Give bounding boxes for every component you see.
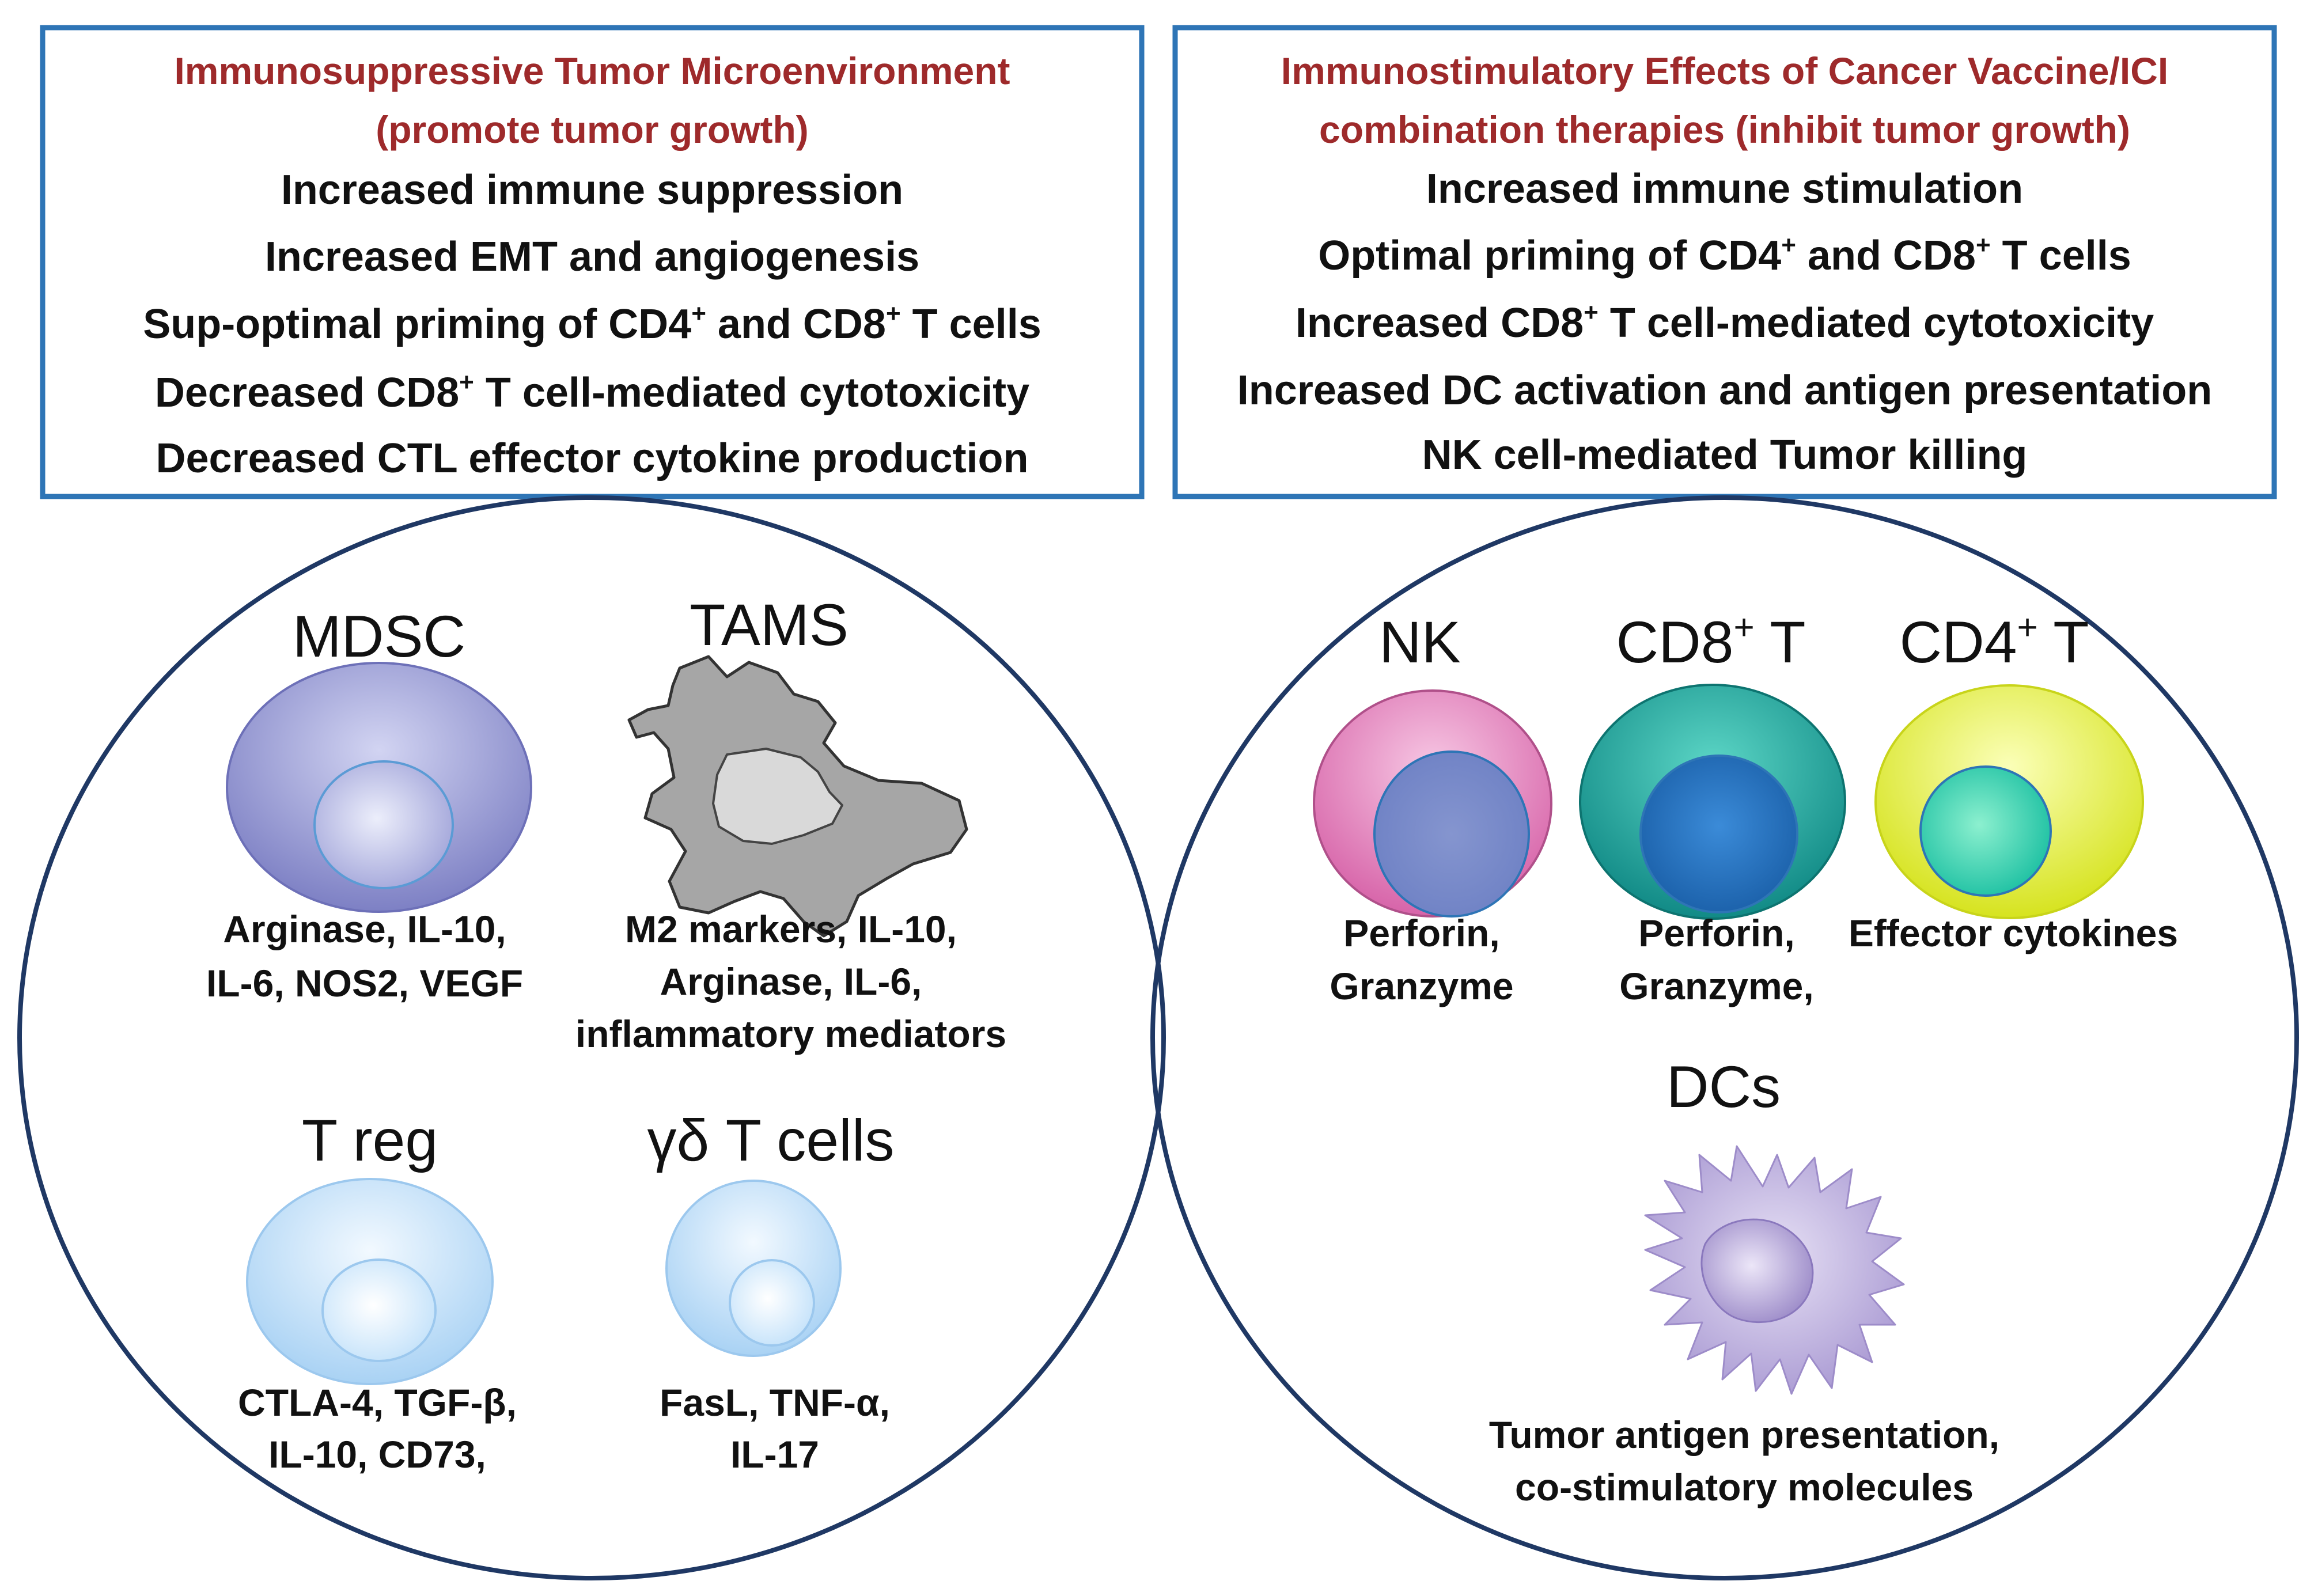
gd-title: γδ T cells [647, 1108, 895, 1173]
tams-label-line-2: Arginase, IL-6, [660, 960, 922, 1003]
cd8-title-post: T [1755, 609, 1806, 675]
cd8-title-sup: + [1734, 608, 1755, 647]
left-box-line-3: Sup-optimal priming of CD4+ and CD8+ T c… [143, 300, 1041, 347]
right-box-line-2-mid: and CD8 [1796, 233, 1976, 279]
cd4-title-main: CD4 [1899, 609, 2017, 675]
mdsc-cell-icon [226, 662, 532, 913]
right-box-line-5: NK cell-mediated Tumor killing [1422, 432, 2028, 478]
cd4-title: CD4+ T [1899, 608, 2089, 675]
left-box-line-4-sup1: + [459, 368, 474, 396]
right-box-line-3: Increased CD8+ T cell-mediated cytotoxic… [1296, 298, 2154, 346]
tams-label-line-3: inflammatory mediators [575, 1013, 1006, 1055]
left-box-line-2: Increased EMT and angiogenesis [265, 234, 919, 280]
right-box-line-1: Increased immune stimulation [1426, 166, 2023, 212]
dc-title: DCs [1666, 1054, 1781, 1120]
cd4-label-line-1: Effector cytokines [1849, 912, 2178, 954]
tams-cell-group: TAMS M2 markers, IL-10, Arginase, IL-6, … [575, 592, 1006, 1055]
dc-label-line-2: co-stimulatory molecules [1515, 1466, 1974, 1508]
right-tumor-circle [1150, 495, 2299, 1580]
cd4-cell-group: CD4+ T Effector cytokines [1849, 608, 2178, 954]
left-box-line-5: Decreased CTL effector cytokine producti… [156, 435, 1028, 482]
gd-cell-group: γδ T cells FasL, TNF-α, IL-17 [647, 1108, 895, 1476]
right-summary-box-border [1172, 25, 2277, 499]
cd8-label-line-1: Perforin, [1638, 912, 1794, 954]
left-summary-box: Immunosuppressive Tumor Microenvironment… [40, 25, 1145, 499]
cd8-title: CD8+ T [1616, 608, 1805, 675]
cd8-t-cell-icon [1579, 684, 1846, 920]
treg-label-line-1: CTLA-4, TGF-β, [238, 1381, 517, 1424]
treg-label-line-2: IL-10, CD73, [268, 1433, 486, 1476]
left-box-title-line-1: Immunosuppressive Tumor Microenvironment [174, 50, 1010, 92]
mdsc-title: MDSC [293, 604, 465, 669]
cd8-cell-group: CD8+ T Perforin, Granzyme, [1579, 608, 1846, 1007]
mdsc-label-line-2: IL-6, NOS2, VEGF [206, 962, 523, 1004]
nk-cell-icon [1313, 689, 1552, 918]
dc-label-line-1: Tumor antigen presentation, [1489, 1413, 1999, 1456]
right-box-line-2-post: T cells [1991, 233, 2131, 279]
right-box-line-2-sup2: + [1976, 231, 1991, 259]
left-box-line-3-sup2: + [886, 300, 901, 328]
left-box-line-3-sup1: + [691, 300, 706, 328]
left-box-line-3-post: T cells [901, 301, 1041, 347]
right-box-line-3-pre: Increased CD8 [1296, 300, 1584, 346]
gd-label-line-2: IL-17 [730, 1433, 819, 1476]
right-box-title-line-1: Immunostimulatory Effects of Cancer Vacc… [1281, 50, 2168, 92]
nk-cell-group: NK Perforin, Granzyme [1313, 609, 1552, 1007]
mdsc-cell-group: MDSC Arginase, IL-10, IL-6, NOS2, VEGF [206, 604, 532, 1004]
right-box-line-2: Optimal priming of CD4+ and CD8+ T cells [1318, 231, 2131, 279]
cd8-title-main: CD8 [1616, 609, 1733, 675]
dendritic-cell-icon [1644, 1145, 1905, 1395]
treg-cell-group: T reg CTLA-4, TGF-β, IL-10, CD73, [238, 1108, 517, 1476]
right-box-line-4: Increased DC activation and antigen pres… [1237, 367, 2212, 414]
left-box-line-4-mid: T cell-mediated cytotoxicity [474, 370, 1029, 416]
left-box-line-3-pre: Sup-optimal priming of CD4 [143, 301, 691, 347]
nk-label-line-2: Granzyme [1330, 965, 1513, 1007]
left-tumor-circle [17, 495, 1166, 1580]
cd4-title-post: T [2038, 609, 2089, 675]
cd4-title-sup: + [2017, 608, 2038, 647]
right-box-title-line-2: combination therapies (inhibit tumor gro… [1319, 108, 2130, 151]
nk-title: NK [1379, 609, 1461, 675]
left-box-line-4-pre: Decreased CD8 [155, 370, 459, 416]
macrophage-cell-icon [627, 655, 968, 938]
left-box-title-line-2: (promote tumor growth) [376, 108, 809, 151]
left-summary-box-border [40, 25, 1145, 499]
left-box-line-4: Decreased CD8+ T cell-mediated cytotoxic… [155, 368, 1029, 416]
right-box-line-3-sup1: + [1584, 298, 1599, 327]
gd-t-cell-icon [665, 1180, 842, 1357]
gd-label-line-1: FasL, TNF-α, [660, 1381, 890, 1424]
left-box-line-3-mid: and CD8 [706, 301, 886, 347]
nk-label-line-1: Perforin, [1343, 912, 1499, 954]
treg-title: T reg [302, 1108, 438, 1173]
tams-title: TAMS [690, 592, 849, 658]
cd4-t-cell-icon [1874, 684, 2144, 919]
right-box-line-3-mid: T cell-mediated cytotoxicity [1599, 300, 2154, 346]
cd8-label-line-2: Granzyme, [1619, 965, 1813, 1007]
right-box-line-2-sup1: + [1781, 231, 1796, 259]
dc-cell-group: DCs Tumor antigen presentation, co-stimu… [1489, 1054, 1999, 1508]
mdsc-label-line-1: Arginase, IL-10, [223, 908, 506, 950]
treg-cell-icon [246, 1178, 494, 1385]
left-box-line-1: Increased immune suppression [281, 167, 903, 213]
tams-label-line-1: M2 markers, IL-10, [625, 908, 957, 950]
right-box-line-2-pre: Optimal priming of CD4 [1318, 233, 1781, 279]
right-summary-box: Immunostimulatory Effects of Cancer Vacc… [1172, 25, 2277, 499]
